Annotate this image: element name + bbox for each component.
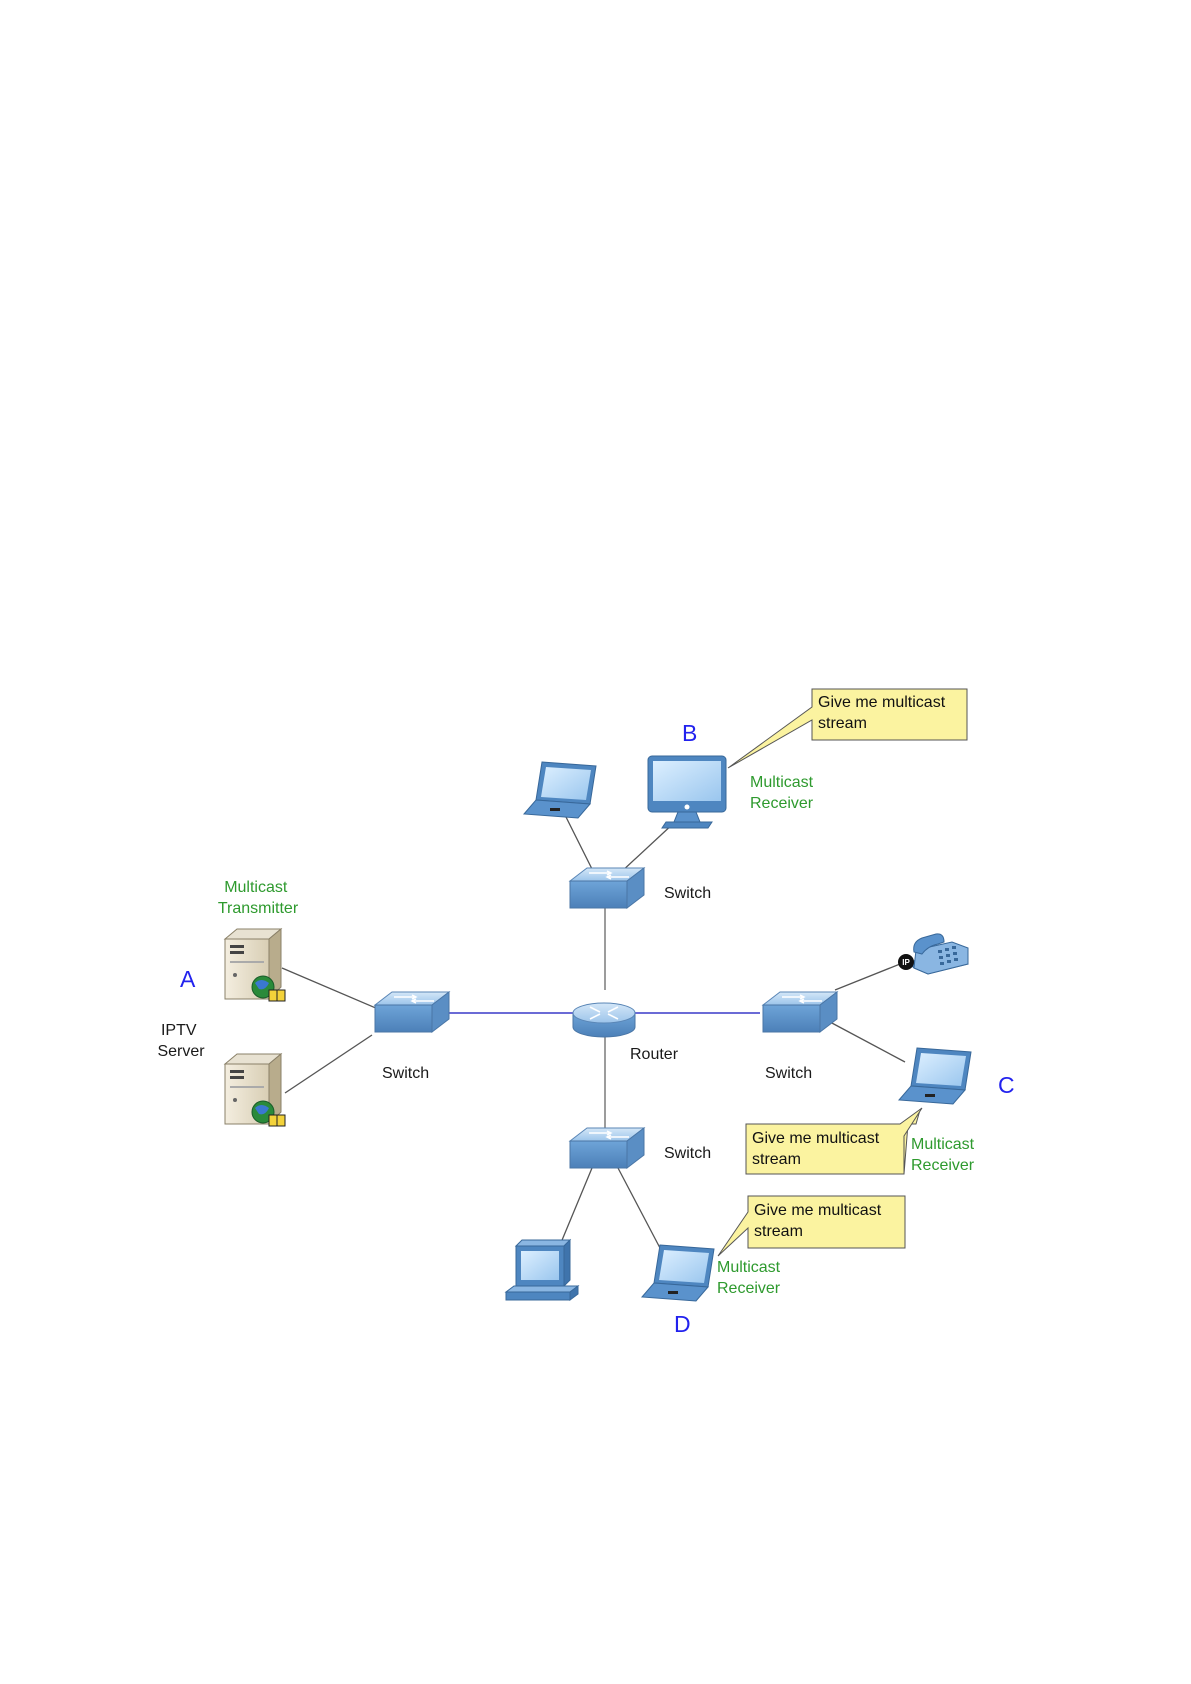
- link-server-2-switch-left: [285, 1035, 372, 1093]
- link-switch-right-phone: [835, 962, 905, 990]
- link-switch-bottom-laptop-d: [618, 1168, 660, 1248]
- laptop-d-icon: [642, 1245, 714, 1301]
- svg-text:Give me multicast: Give me multicast: [754, 1202, 882, 1219]
- desktop-computer-icon: [506, 1240, 578, 1300]
- node-label-c: C: [998, 1072, 1015, 1098]
- router-icon: [573, 1003, 635, 1037]
- ip-phone-icon: IP: [898, 934, 968, 974]
- switch-left-icon: [375, 992, 449, 1032]
- switch-right-label: Switch: [765, 1065, 812, 1082]
- callout-c: Give me multicast stream: [746, 1108, 922, 1174]
- multicast-receiver-d-label: Multicast Receiver: [717, 1259, 785, 1297]
- callout-d: Give me multicast stream: [718, 1196, 905, 1256]
- callout-b-line-2: stream: [818, 715, 867, 732]
- link-switch-right-laptop-c: [830, 1022, 905, 1062]
- switch-right-icon: [763, 992, 837, 1032]
- callout-d-line-1: Give me multicast: [754, 1202, 882, 1219]
- link-switch-bottom-desktop: [560, 1168, 592, 1245]
- link-server-a-switch-left: [282, 968, 385, 1012]
- callout-b-line-1: Give me multicast: [818, 694, 946, 711]
- server-icon: [225, 1054, 285, 1126]
- iptv-server-label: IPTV Server: [157, 1022, 205, 1060]
- node-label-d: D: [674, 1311, 691, 1337]
- laptop-c-icon: [899, 1048, 971, 1104]
- callout-c-line-1: Give me multicast: [752, 1130, 880, 1147]
- callout-d-line-2: stream: [754, 1223, 803, 1240]
- switch-top-icon: [570, 868, 644, 908]
- callout-c-line-2: stream: [752, 1151, 801, 1168]
- monitor-b-icon: [648, 756, 726, 828]
- switch-bottom-label: Switch: [664, 1145, 711, 1162]
- link-switch-top-monitor-b: [620, 822, 675, 873]
- node-label-b: B: [682, 720, 697, 746]
- svg-text:stream: stream: [752, 1151, 801, 1168]
- multicast-receiver-b-label: Multicast Receiver: [750, 774, 818, 812]
- switch-bottom-icon: [570, 1128, 644, 1168]
- svg-text:IP: IP: [902, 958, 910, 967]
- multicast-transmitter-label: Multicast Transmitter: [218, 879, 299, 917]
- switch-top-label: Switch: [664, 885, 711, 902]
- multicast-receiver-c-label: Multicast Receiver: [911, 1136, 979, 1174]
- link-switch-top-laptop: [565, 815, 595, 875]
- switch-left-label: Switch: [382, 1065, 429, 1082]
- svg-text:Give me multicast: Give me multicast: [752, 1130, 880, 1147]
- svg-text:stream: stream: [818, 715, 867, 732]
- svg-text:stream: stream: [754, 1223, 803, 1240]
- svg-text:Give me multicast: Give me multicast: [818, 694, 946, 711]
- laptop-icon: [524, 762, 596, 818]
- callout-b: Give me multicast stream: [728, 689, 967, 768]
- router-label: Router: [630, 1046, 679, 1063]
- node-label-a: A: [180, 966, 196, 992]
- iptv-server-icon: [225, 929, 285, 1001]
